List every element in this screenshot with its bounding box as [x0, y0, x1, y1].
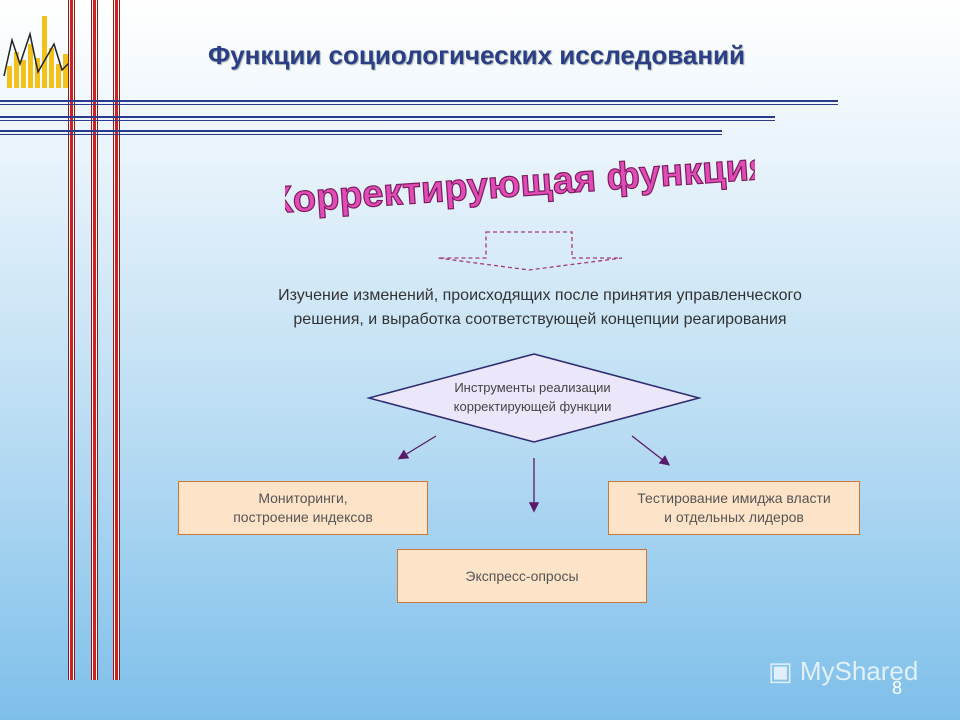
horizontal-line: [0, 130, 722, 132]
function-description: Изучение изменений, происходящих после п…: [200, 284, 880, 332]
diamond-label-line: Инструменты реализации: [454, 380, 611, 395]
horizontal-line: [0, 134, 722, 135]
diamond-label-line: корректирующей функции: [453, 399, 612, 414]
function-heading: Корректирующая функция: [285, 145, 755, 220]
tools-diamond-label: Инструменты реализации корректирующей фу…: [410, 378, 655, 416]
horizontal-line: [0, 120, 775, 121]
arrow-right: [631, 435, 671, 466]
express-polls-box: Экспресс-опросы: [397, 549, 647, 603]
arrow-left: [397, 435, 437, 460]
box-label-line: Тестирование имиджа власти: [637, 490, 831, 506]
box-label: Экспресс-опросы: [465, 567, 579, 584]
box-label-line: и отдельных лидеров: [664, 509, 804, 525]
slide-title: Функции социологических исследований: [208, 40, 745, 70]
box-label-line: Мониторинги,: [258, 490, 348, 506]
dashed-down-arrow: [437, 231, 623, 271]
tools-diamond: [366, 353, 702, 443]
presentation-icon: ▣: [768, 656, 793, 686]
horizontal-line: [0, 116, 775, 118]
image-testing-box: Тестирование имиджа власти и отдельных л…: [608, 481, 860, 535]
chart-logo-icon: [3, 16, 71, 88]
horizontal-line: [0, 104, 838, 105]
monitoring-box: Мониторинги, построение индексов: [178, 481, 428, 535]
page-number: 8: [891, 678, 902, 698]
function-heading-text: Корректирующая функция: [285, 146, 755, 220]
box-label-line: построение индексов: [233, 509, 373, 525]
connector-arrows: [397, 435, 671, 513]
watermark-logo: ▣ MyShared: [768, 656, 918, 687]
description-line: Изучение изменений, происходящих после п…: [278, 287, 802, 304]
vertical-stripe-3: [113, 0, 120, 680]
watermark-text: MyShared: [799, 656, 919, 686]
horizontal-line: [0, 100, 838, 102]
description-line: решения, и выработка соответствующей кон…: [293, 311, 787, 328]
vertical-stripe-2: [91, 0, 98, 680]
vertical-stripe-1: [68, 0, 75, 680]
